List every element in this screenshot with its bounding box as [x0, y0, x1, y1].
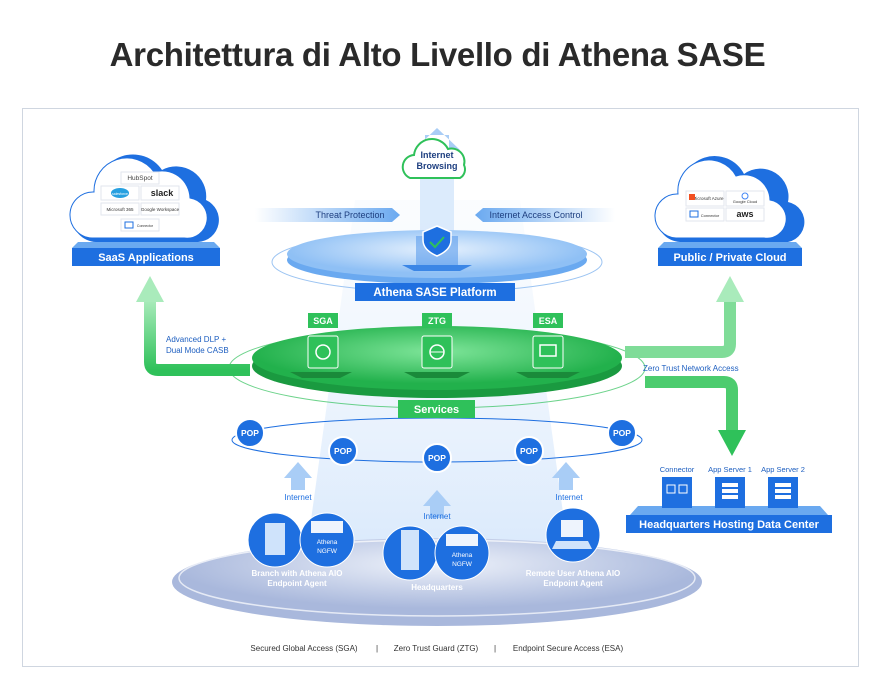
svg-text:Athena: Athena — [317, 539, 338, 546]
datacenter-green-arrow — [645, 376, 738, 432]
saas-arrow-head-icon — [136, 276, 164, 302]
saas-applications-label: SaaS Applications — [98, 252, 194, 264]
pop-node: POP — [607, 418, 637, 448]
logo-aws: aws — [736, 209, 753, 219]
svg-text:Endpoint Agent: Endpoint Agent — [267, 579, 327, 588]
athena-shield-logo-icon — [422, 225, 452, 257]
footer-legend: Secured Global Access (SGA) | Zero Trust… — [250, 644, 623, 653]
svg-text:Connector: Connector — [660, 465, 695, 474]
logo-hubspot: HubSpot — [127, 175, 152, 182]
logo-microsoft-365: Microsoft 365 — [106, 207, 134, 212]
internet-access-control-label: Internet Access Control — [489, 210, 582, 220]
svg-text:POP: POP — [613, 428, 631, 438]
svg-text:Endpoint Secure Access (ESA): Endpoint Secure Access (ESA) — [513, 644, 624, 653]
services-label: Services — [414, 404, 459, 416]
logo-connector: Connector — [137, 224, 154, 228]
service-sga: SGA — [290, 313, 352, 378]
branch-site: Athena NGFW Branch with Athena AIO Endpo… — [247, 512, 355, 588]
pop-node: POP — [422, 443, 452, 473]
svg-text:POP: POP — [241, 428, 259, 438]
hq-data-center: Connector App Server 1 App Server 2 Head… — [626, 465, 832, 533]
hq-tower-icon — [401, 530, 419, 570]
logo-google-workspace: Google Workspace — [141, 207, 180, 212]
laptop-icon — [561, 520, 583, 537]
diagram-frame — [22, 108, 859, 667]
svg-text:Athena: Athena — [452, 552, 473, 559]
pop-node: POP — [235, 418, 265, 448]
svg-text:ZTG: ZTG — [428, 316, 446, 326]
internet-label-branch: Internet — [284, 493, 312, 502]
remote-user-site: Remote User Athena AIO Endpoint Agent — [526, 507, 621, 588]
saas-green-arrow — [144, 300, 250, 376]
svg-text:Remote User Athena AIO: Remote User Athena AIO — [526, 569, 621, 578]
svg-text:ESA: ESA — [539, 316, 558, 326]
svg-text:Headquarters: Headquarters — [411, 583, 463, 592]
page-title: Architettura di Alto Livello di Athena S… — [109, 36, 766, 73]
pop-nodes: POP POP POP POP POP — [235, 418, 637, 473]
svg-text:Internet: Internet — [420, 150, 453, 160]
svg-text:App Server 1: App Server 1 — [708, 465, 752, 474]
logo-microsoft-azure: Microsoft Azure — [692, 196, 724, 201]
service-ztg: ZTG — [404, 313, 470, 378]
svg-text:NGFW: NGFW — [317, 548, 338, 555]
threat-protection-banner — [255, 208, 400, 222]
svg-text:Secured Global Access (SGA): Secured Global Access (SGA) — [250, 644, 357, 653]
service-esa: ESA — [516, 313, 580, 378]
sase-platform-label: Athena SASE Platform — [373, 287, 496, 299]
pop-node: POP — [514, 436, 544, 466]
branch-building-icon — [265, 523, 285, 555]
dual-mode-casb-label: Dual Mode CASB — [166, 346, 229, 355]
pop-node: POP — [328, 436, 358, 466]
ngfw-appliance-icon — [311, 521, 343, 533]
svg-text:SGA: SGA — [313, 316, 333, 326]
svg-text:Zero Trust Guard (ZTG): Zero Trust Guard (ZTG) — [394, 644, 479, 653]
internet-arrow-icon — [284, 462, 580, 518]
hq-data-center-label: Headquarters Hosting Data Center — [639, 519, 819, 531]
internet-label-hq: Internet — [423, 512, 451, 521]
services-label-box — [398, 400, 475, 418]
logo-salesforce: salesforce — [112, 192, 128, 196]
logo-connector: Connector — [701, 213, 720, 218]
public-private-cloud: Microsoft Azure Google Cloud Connector a… — [654, 156, 805, 266]
saas-applications-cloud: HubSpot salesforce slack Microsoft 365 G… — [69, 154, 220, 266]
svg-text:POP: POP — [520, 446, 538, 456]
svg-text:Branch with Athena AIO: Branch with Athena AIO — [252, 569, 343, 578]
logo-slack: slack — [151, 188, 175, 198]
svg-text:|: | — [494, 644, 496, 653]
svg-text:App Server 2: App Server 2 — [761, 465, 805, 474]
esa-monitor-icon — [539, 344, 557, 357]
logo-google-cloud: Google Cloud — [733, 199, 757, 204]
datacenter-arrow-head-icon — [718, 430, 746, 456]
svg-text:NGFW: NGFW — [452, 561, 473, 568]
sase-platform-label-box — [355, 283, 515, 301]
ztna-label: Zero Trust Network Access — [643, 364, 739, 373]
svg-text:POP: POP — [334, 446, 352, 456]
cloud-arrow-head-icon — [716, 276, 744, 302]
svg-text:Browsing: Browsing — [416, 161, 457, 171]
threat-protection-label: Threat Protection — [315, 210, 384, 220]
internet-browsing-cloud: Internet Browsing — [401, 138, 466, 179]
svg-text:POP: POP — [428, 453, 446, 463]
internet-label-remote: Internet — [555, 493, 583, 502]
ngfw-appliance-icon — [446, 534, 478, 546]
public-private-cloud-label: Public / Private Cloud — [673, 252, 786, 264]
advanced-dlp-label: Advanced DLP + — [166, 335, 226, 344]
headquarters-site: Athena NGFW Headquarters — [382, 525, 490, 592]
cloud-green-arrow — [625, 300, 736, 358]
svg-text:Endpoint Agent: Endpoint Agent — [543, 579, 603, 588]
sga-lock-icon — [315, 344, 331, 360]
svg-text:|: | — [376, 644, 378, 653]
internet-access-control-banner — [475, 208, 615, 222]
